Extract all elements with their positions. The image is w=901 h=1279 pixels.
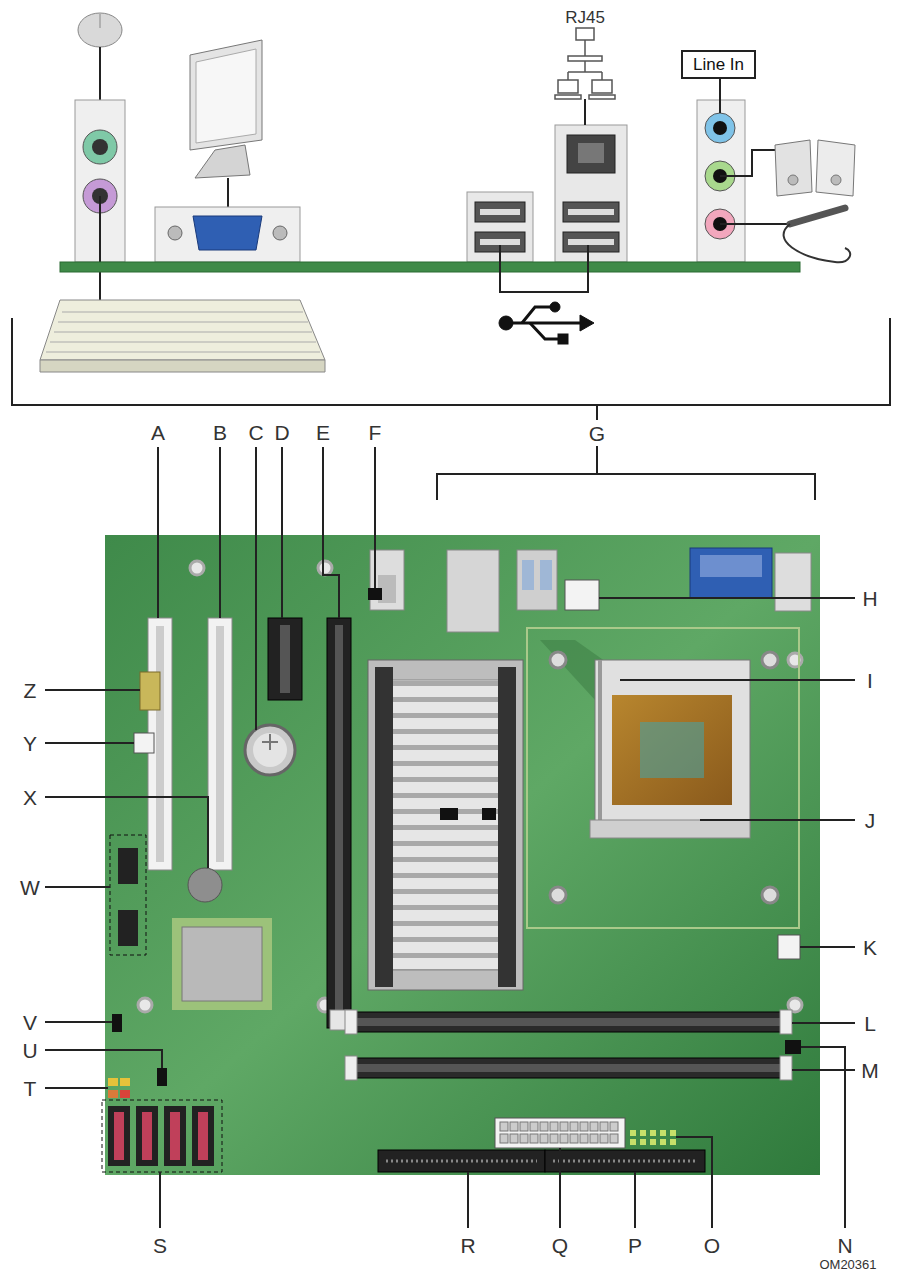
panel-strip bbox=[60, 262, 800, 272]
callout-letter: Z bbox=[24, 680, 37, 701]
chipset bbox=[172, 918, 272, 1010]
led-pins bbox=[630, 1130, 676, 1145]
rear-io bbox=[370, 548, 811, 632]
box-text: Line In bbox=[693, 55, 744, 75]
callout-letter: U bbox=[22, 1040, 37, 1061]
callout-letter: K bbox=[863, 937, 877, 958]
callout-letter: L bbox=[864, 1013, 876, 1034]
leader-line bbox=[596, 446, 598, 474]
callout-letter: I bbox=[867, 670, 873, 691]
callout-letter: Q bbox=[552, 1235, 568, 1256]
ide-connectors bbox=[378, 1150, 705, 1172]
expansion-slots bbox=[148, 618, 352, 1030]
port-label: RJ45 bbox=[565, 9, 605, 26]
callout-letter: W bbox=[20, 877, 40, 898]
callout-letter: X bbox=[23, 787, 37, 808]
callout-letter: V bbox=[23, 1012, 37, 1033]
jumper bbox=[785, 1040, 801, 1054]
callout-letter: E bbox=[316, 422, 330, 443]
vga-port bbox=[155, 207, 300, 262]
callout-letter: J bbox=[865, 810, 876, 831]
usb-headers bbox=[110, 835, 146, 955]
callout-letter: R bbox=[460, 1235, 475, 1256]
callout-letter: A bbox=[151, 422, 165, 443]
callout-letter: O bbox=[704, 1235, 720, 1256]
memory-slots bbox=[345, 1010, 792, 1080]
motherboard bbox=[105, 535, 820, 1175]
callout-letter: C bbox=[248, 422, 263, 443]
usb-bracket bbox=[500, 245, 588, 292]
heatsink bbox=[368, 660, 523, 990]
usb-symbol bbox=[499, 302, 594, 344]
monitor bbox=[190, 40, 262, 210]
front-headers bbox=[134, 672, 160, 753]
network-icon bbox=[555, 28, 615, 125]
figure-id: OM20361 bbox=[819, 1258, 876, 1271]
fan-header bbox=[778, 935, 800, 959]
jumper bbox=[112, 1014, 122, 1032]
sata-connectors bbox=[102, 1100, 222, 1172]
label-box: Line In bbox=[681, 50, 756, 79]
power-connector bbox=[565, 580, 599, 610]
callout-letter: F bbox=[369, 422, 382, 443]
callout-letter: S bbox=[153, 1235, 167, 1256]
callout-letter: P bbox=[628, 1235, 642, 1256]
led-header bbox=[108, 1078, 130, 1098]
leader-line bbox=[596, 405, 598, 420]
callout-letter: D bbox=[274, 422, 289, 443]
callout-letter: M bbox=[861, 1060, 879, 1081]
cpu-socket bbox=[527, 628, 799, 928]
jumper bbox=[157, 1068, 167, 1086]
jumper bbox=[368, 588, 382, 600]
speaker-buzzer bbox=[188, 868, 222, 902]
battery bbox=[245, 725, 295, 775]
speakers bbox=[775, 140, 855, 196]
callout-letter: N bbox=[837, 1235, 852, 1256]
microphone bbox=[784, 208, 851, 262]
leader-lines bbox=[45, 447, 855, 1228]
callout-letter: Y bbox=[23, 733, 37, 754]
power-connector bbox=[495, 1118, 625, 1148]
callout-letter: H bbox=[862, 588, 877, 609]
callout-letter: B bbox=[213, 422, 227, 443]
lan-usb-ports bbox=[555, 125, 627, 262]
callout-letter: T bbox=[24, 1078, 37, 1099]
g-bracket bbox=[437, 474, 815, 500]
panel-bracket bbox=[12, 318, 890, 405]
callout-letter: G bbox=[589, 423, 605, 444]
keyboard bbox=[40, 300, 325, 372]
